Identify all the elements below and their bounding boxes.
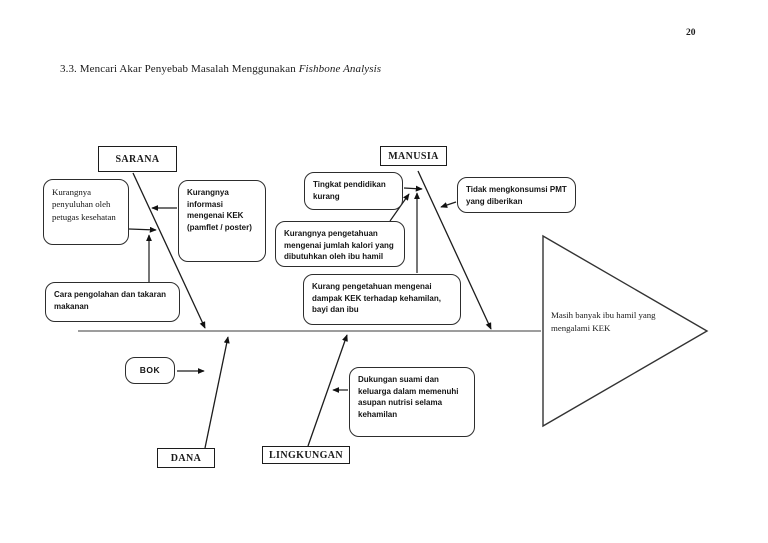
section-heading-text: 3.3. Mencari Akar Penyebab Masalah Mengg… — [60, 63, 299, 75]
cause-box-dukungan: Dukungan suami dan keluarga dalam memenu… — [349, 367, 475, 437]
cause-box-cara-pengolahan: Cara pengolahan dan takaran makanan — [45, 282, 180, 322]
cause-box-bok: BOK — [125, 357, 175, 384]
cause-box-kalori: Kurangnya pengetahuan mengenai jumlah ka… — [275, 221, 405, 267]
cause-box-dampak-kek: Kurang pengetahuan mengenai dampak KEK t… — [303, 274, 461, 325]
category-label-dana: DANA — [170, 452, 202, 464]
pmt-connector — [440, 201, 457, 208]
page-number: 20 — [686, 28, 696, 38]
lingkungan-bone — [307, 334, 348, 447]
penyuluhan-connector — [128, 226, 157, 233]
category-label-manusia: MANUSIA — [388, 150, 439, 162]
cause-box-tingkat-pendidikan: Tingkat pendidikan kurang — [304, 172, 403, 210]
cause-box-pmt: Tidak mengkonsumsi PMT yang diberikan — [457, 177, 576, 213]
category-box-lingkungan: LINGKUNGAN — [262, 446, 350, 464]
section-heading-italic: Fishbone Analysis — [298, 63, 382, 75]
manusia-bone — [417, 170, 492, 330]
category-label-sarana: SARANA — [115, 153, 160, 165]
category-box-dana: DANA — [157, 448, 215, 468]
dana-bone — [204, 336, 230, 449]
cause-box-informasi: Kurangnya informasi mengenai KEK (pamfle… — [178, 180, 266, 262]
tingkat-pendidikan-connector — [403, 185, 423, 192]
cause-box-penyuluhan: Kurangnya penyuluhan oleh petugas keseha… — [43, 179, 129, 245]
section-heading: 3.3. Mencari Akar Penyebab Masalah Mengg… — [60, 63, 381, 75]
category-label-lingkungan: LINGKUNGAN — [268, 449, 343, 461]
sarana-bone — [132, 172, 206, 329]
category-box-manusia: MANUSIA — [380, 146, 447, 166]
effect-statement: Masih banyak ibu hamil yang mengalami KE… — [551, 310, 656, 334]
category-box-sarana: SARANA — [98, 146, 177, 172]
fish-head-triangle — [542, 234, 709, 428]
